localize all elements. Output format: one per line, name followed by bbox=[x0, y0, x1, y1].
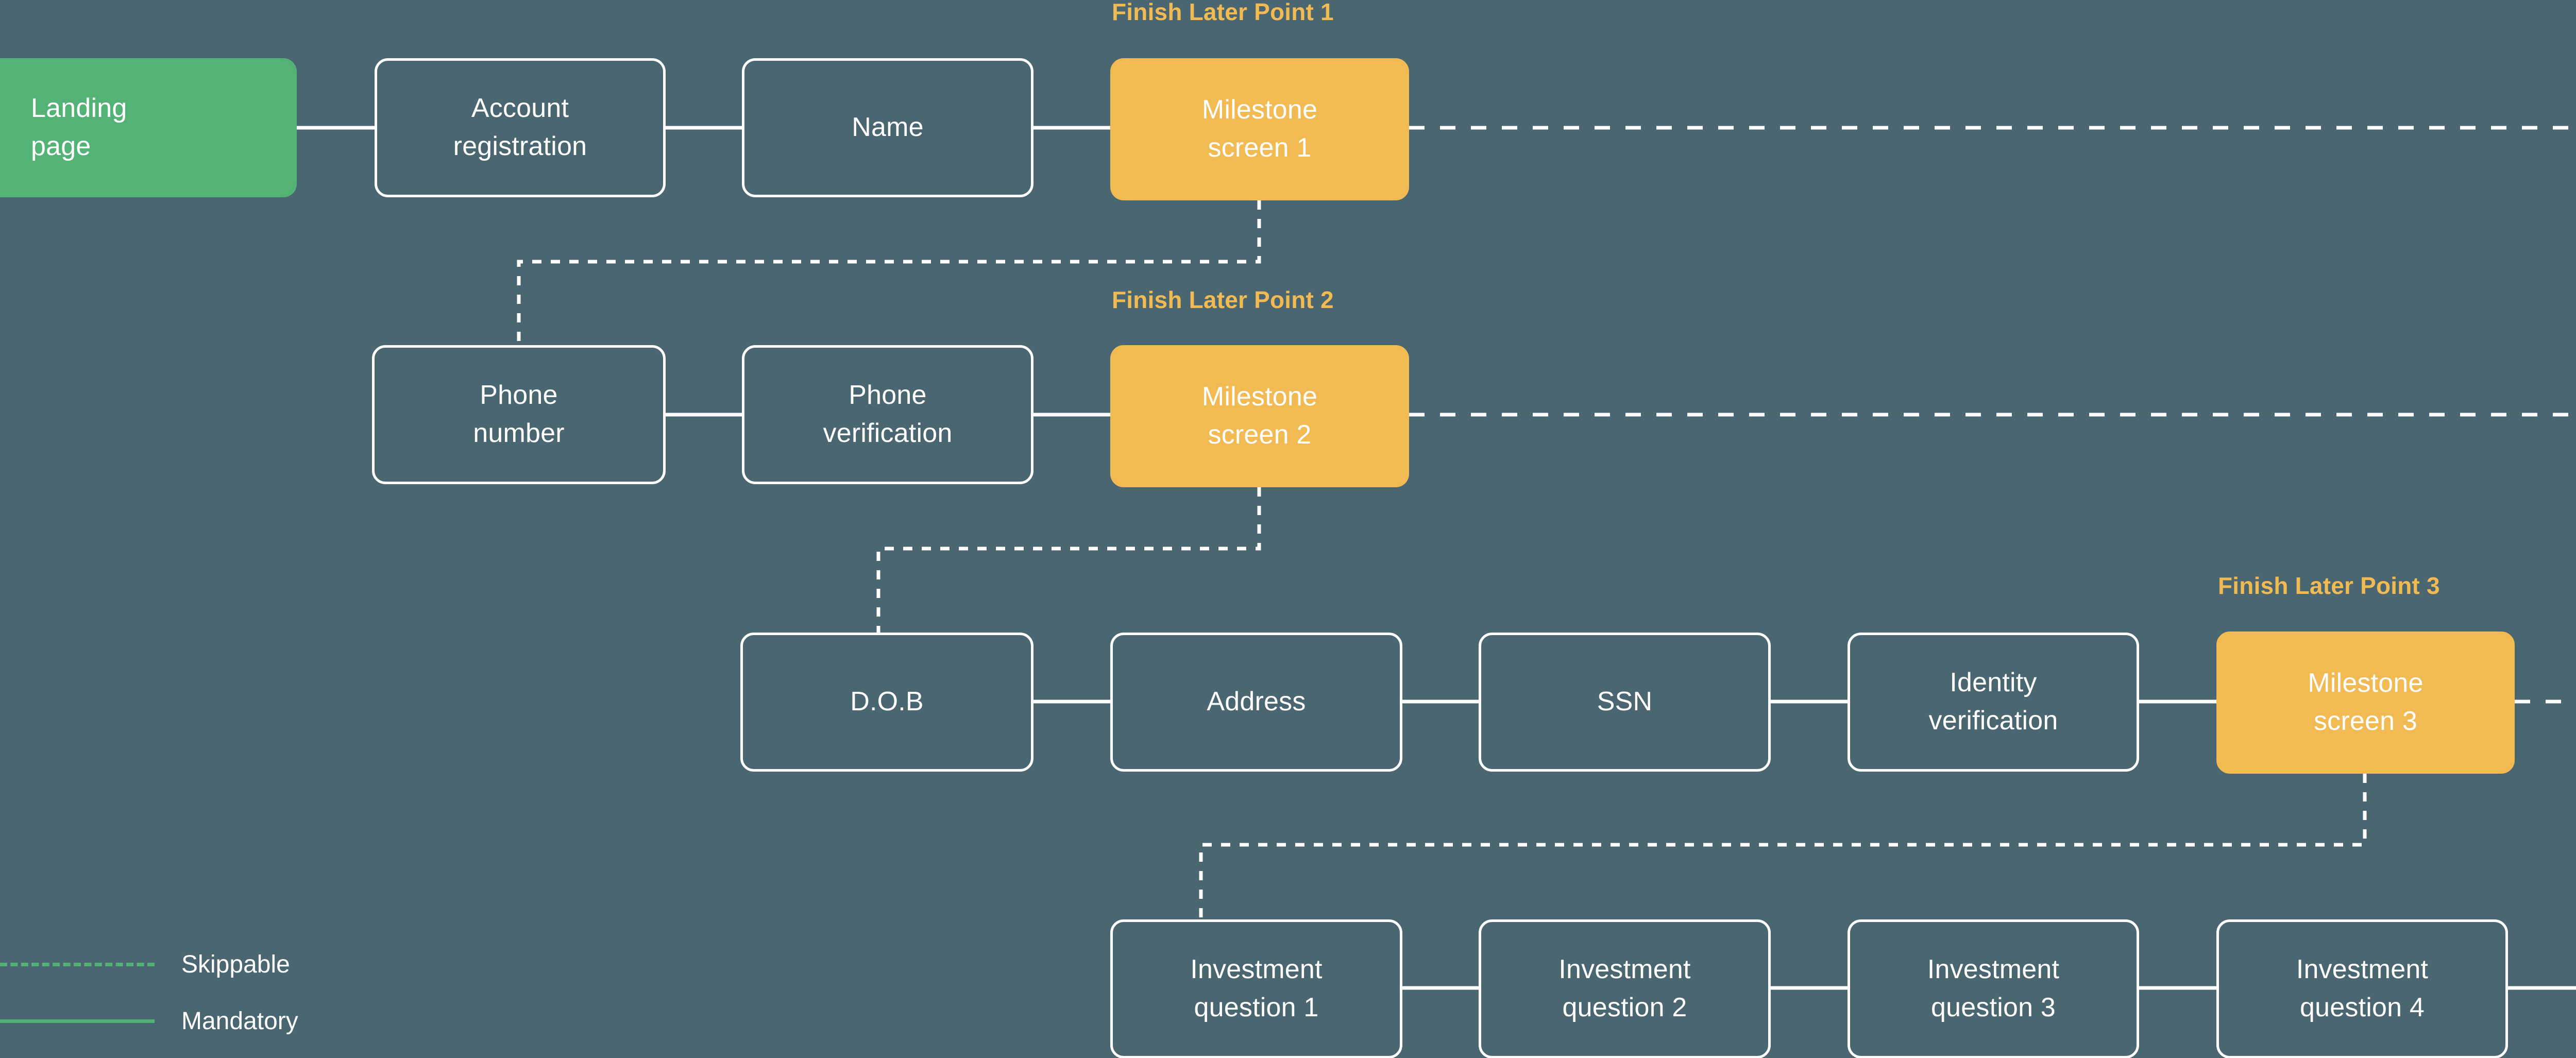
label-finish-later-point-1: Finish Later Point 1 bbox=[1112, 0, 1334, 25]
legend-item-mandatory: Mandatory bbox=[0, 1007, 298, 1035]
legend-label-skippable: Skippable bbox=[181, 951, 290, 978]
node-ssn[interactable]: SSN bbox=[1479, 633, 1771, 772]
node-investment-question-1[interactable]: Investment question 1 bbox=[1110, 919, 1402, 1058]
edge-milestone2-to-dob-skippable bbox=[876, 487, 1261, 633]
label-finish-later-point-3: Finish Later Point 3 bbox=[2218, 572, 2440, 599]
legend-item-skippable: Skippable bbox=[0, 950, 290, 979]
edge-milestone3-to-invq1-skippable bbox=[1199, 774, 2367, 919]
node-milestone-screen-1[interactable]: Milestone screen 1 bbox=[1110, 58, 1409, 200]
node-phone-number[interactable]: Phone number bbox=[372, 345, 666, 484]
node-phone-verification[interactable]: Phone verification bbox=[742, 345, 1033, 484]
node-investment-question-4[interactable]: Investment question 4 bbox=[2216, 919, 2508, 1058]
node-milestone-screen-3[interactable]: Milestone screen 3 bbox=[2216, 632, 2515, 774]
node-dob[interactable]: D.O.B bbox=[740, 633, 1033, 772]
node-investment-question-3[interactable]: Investment question 3 bbox=[1848, 919, 2139, 1058]
node-account-registration[interactable]: Account registration bbox=[375, 58, 666, 197]
legend-solid-line-icon bbox=[0, 1019, 155, 1023]
node-investment-question-2[interactable]: Investment question 2 bbox=[1479, 919, 1771, 1058]
node-landing-page[interactable]: Landing page bbox=[0, 58, 297, 197]
node-milestone-screen-2[interactable]: Milestone screen 2 bbox=[1110, 345, 1409, 487]
legend-dashed-line-icon bbox=[0, 963, 155, 966]
label-finish-later-point-2: Finish Later Point 2 bbox=[1112, 286, 1334, 313]
legend-label-mandatory: Mandatory bbox=[181, 1008, 298, 1035]
edge-milestone1-to-phone-skippable bbox=[517, 200, 1261, 346]
node-address[interactable]: Address bbox=[1110, 633, 1402, 772]
node-name[interactable]: Name bbox=[742, 58, 1033, 197]
node-identity-verification[interactable]: Identity verification bbox=[1848, 633, 2139, 772]
